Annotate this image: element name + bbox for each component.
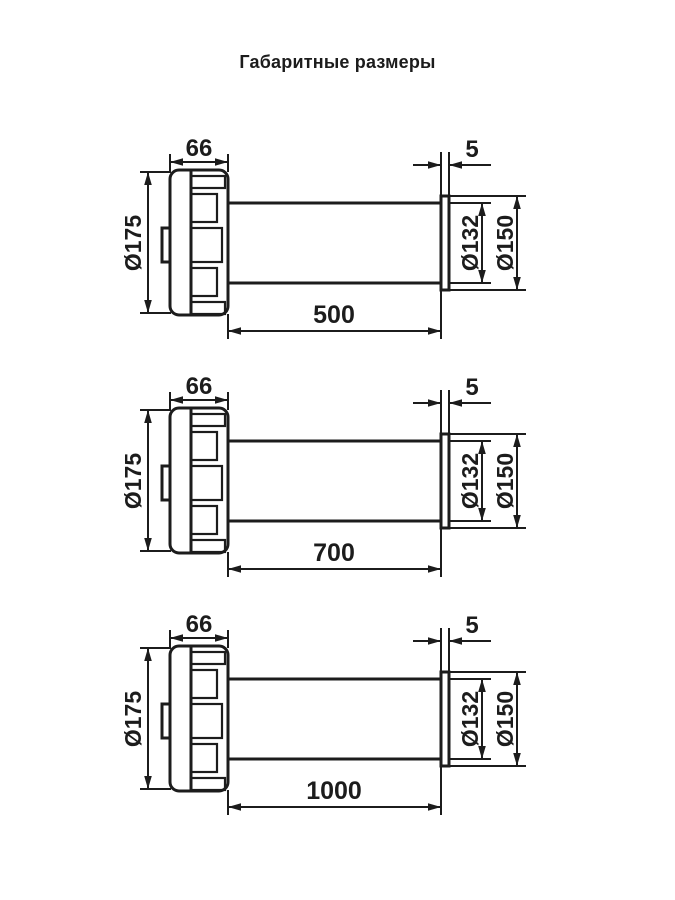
- drawing-canvas: 66 Ø175 5 Ø132 Ø150 700: [120, 373, 527, 578]
- duct-diameter-dimension: Ø132: [457, 215, 483, 271]
- width-dimension: 66: [186, 373, 213, 400]
- drawing-canvas: 66 Ø175 5 Ø132 Ø150 1000: [120, 611, 527, 816]
- flange-diameter-dimension: Ø150: [492, 453, 518, 509]
- drawing-canvas: 66 Ø175 5 Ø132 Ø150 500: [120, 135, 527, 340]
- length-dimension: 1000: [306, 777, 362, 805]
- dimension-diagram-500: 66 Ø175 5 Ø132 Ø150 500: [0, 125, 675, 363]
- width-dimension: 66: [186, 135, 213, 162]
- flange-diameter-dimension: Ø150: [492, 215, 518, 271]
- duct-diameter-dimension: Ø132: [457, 691, 483, 747]
- flange-thickness-dimension: 5: [465, 374, 478, 401]
- body-diameter-dimension: Ø175: [120, 453, 146, 509]
- page-title: Габаритные размеры: [239, 52, 436, 72]
- body-diameter-dimension: Ø175: [120, 215, 146, 271]
- length-dimension: 700: [313, 539, 355, 567]
- length-dimension: 500: [313, 301, 355, 329]
- width-dimension: 66: [186, 611, 213, 638]
- flange-diameter-dimension: Ø150: [492, 691, 518, 747]
- page-header: Габаритные размеры: [0, 0, 675, 125]
- dimension-diagram-1000: 66 Ø175 5 Ø132 Ø150 1000: [0, 601, 675, 839]
- dimension-diagram-700: 66 Ø175 5 Ø132 Ø150 700: [0, 363, 675, 601]
- duct-diameter-dimension: Ø132: [457, 453, 483, 509]
- flange-thickness-dimension: 5: [465, 136, 478, 163]
- body-diameter-dimension: Ø175: [120, 691, 146, 747]
- flange-thickness-dimension: 5: [465, 612, 478, 639]
